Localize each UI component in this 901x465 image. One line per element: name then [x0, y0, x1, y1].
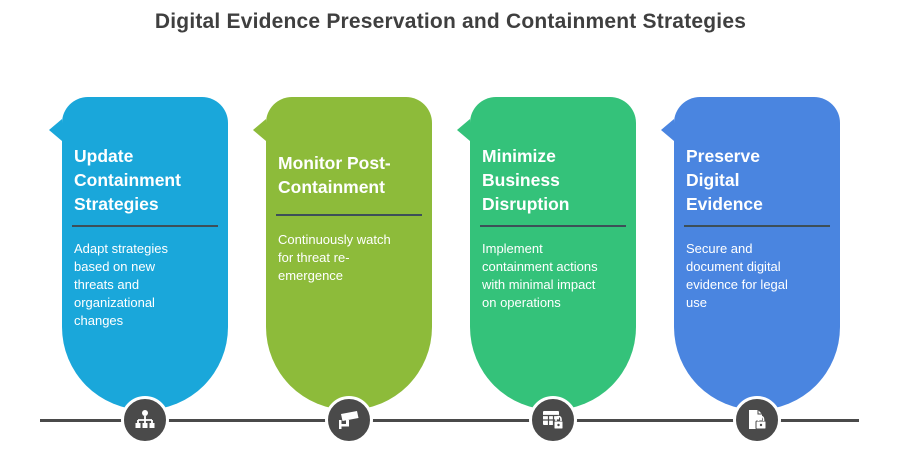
step-title-line: Disruption — [482, 194, 570, 214]
timeline-node-4 — [733, 396, 781, 444]
step-card-minimize-business-disruption: Minimize Business Disruption Implement c… — [457, 97, 636, 410]
step-description-line: changes — [74, 313, 124, 328]
step-title-line: Minimize — [482, 146, 556, 166]
step-title: Update Containment Strategies — [74, 144, 218, 216]
step-description: Continuously watch for threat re- emerge… — [278, 231, 422, 285]
timeline-line — [40, 419, 859, 422]
step-title-line: Business — [482, 170, 560, 190]
card-divider — [276, 214, 422, 216]
step-description-line: for threat re- — [278, 250, 350, 265]
hierarchy-icon — [135, 410, 155, 428]
step-description-line: document digital — [686, 259, 781, 274]
step-card-preserve-digital-evidence: Preserve Digital Evidence Secure and doc… — [661, 97, 840, 410]
step-description-line: organizational — [74, 295, 155, 310]
step-title-line: Containment — [278, 177, 385, 197]
step-description-line: threats and — [74, 277, 140, 292]
card-pointer — [49, 119, 62, 141]
step-description-line: evidence for legal — [686, 277, 788, 292]
security-camera-icon — [339, 411, 359, 429]
step-description: Adapt strategies based on new threats an… — [74, 240, 218, 330]
step-title-line: Monitor Post- — [278, 153, 391, 173]
step-title: Monitor Post- Containment — [278, 151, 422, 199]
step-title: Minimize Business Disruption — [482, 144, 626, 216]
step-title-line: Containment — [74, 170, 181, 190]
step-card-monitor-post-containment: Monitor Post- Containment Continuously w… — [253, 97, 432, 410]
step-card-update-containment-strategies: Update Containment Strategies Adapt stra… — [49, 97, 228, 410]
step-title-line: Preserve — [686, 146, 760, 166]
page-title: Digital Evidence Preservation and Contai… — [154, 10, 747, 33]
step-title: Preserve Digital Evidence — [686, 144, 830, 216]
step-description-line: Implement — [482, 241, 543, 256]
card-pointer — [661, 119, 674, 141]
step-description-line: on operations — [482, 295, 561, 310]
timeline-node-1 — [121, 396, 169, 444]
step-description-line: based on new — [74, 259, 155, 274]
step-description-line: Adapt strategies — [74, 241, 168, 256]
card-divider — [480, 225, 626, 227]
card-pointer — [253, 119, 266, 141]
timeline-node-3 — [529, 396, 577, 444]
step-title-line: Update — [74, 146, 134, 166]
step-title-line: Evidence — [686, 194, 763, 214]
step-description-line: use — [686, 295, 707, 310]
step-title-line: Digital — [686, 170, 740, 190]
step-description: Implement containment actions with minim… — [482, 240, 626, 312]
step-description-line: emergence — [278, 268, 344, 283]
step-description-line: Continuously watch — [278, 232, 391, 247]
step-description-line: with minimal impact — [482, 277, 596, 292]
step-description: Secure and document digital evidence for… — [686, 240, 830, 312]
card-pointer — [457, 119, 470, 141]
card-divider — [72, 225, 218, 227]
step-description-line: containment actions — [482, 259, 598, 274]
step-description-line: Secure and — [686, 241, 753, 256]
secure-table-icon — [543, 411, 564, 430]
card-divider — [684, 225, 830, 227]
timeline-node-2 — [325, 396, 373, 444]
step-title-line: Strategies — [74, 194, 159, 214]
locked-document-icon — [749, 410, 767, 430]
